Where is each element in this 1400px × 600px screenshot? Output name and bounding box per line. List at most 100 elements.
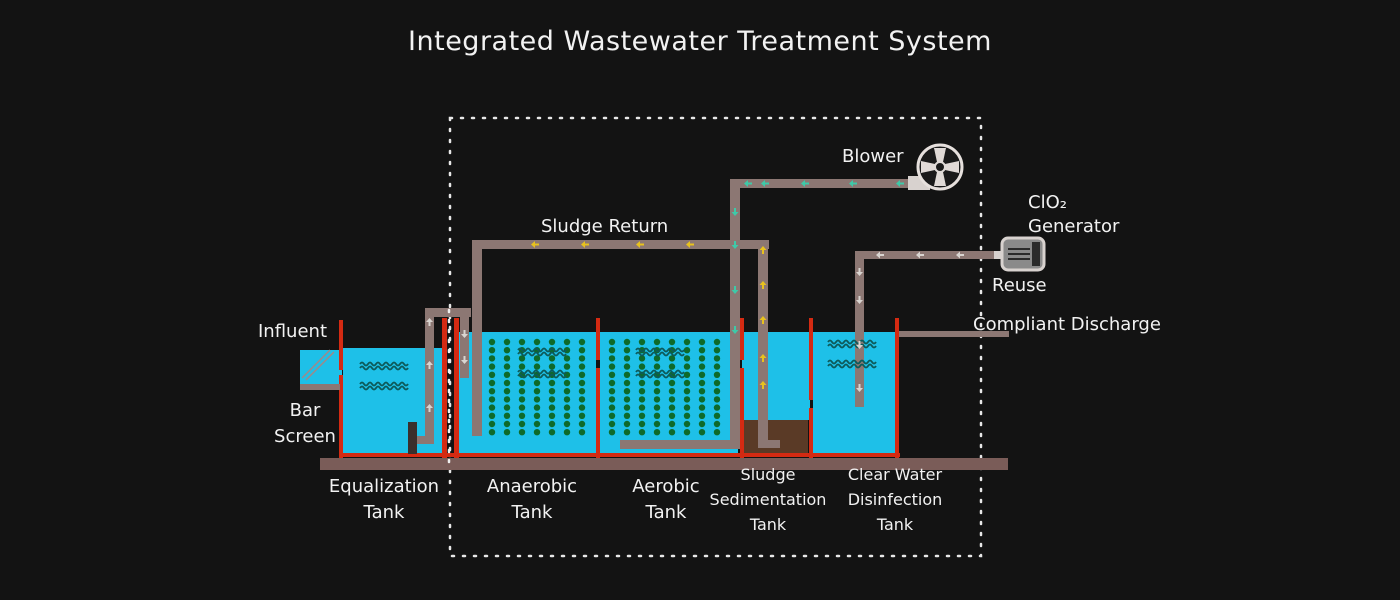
tank-label-line2: Disinfection	[847, 490, 943, 509]
media-dot	[623, 338, 631, 346]
media-dot	[713, 396, 721, 403]
media-dot	[653, 363, 661, 370]
arrow-stem	[858, 268, 861, 273]
media-dot	[488, 371, 496, 378]
media-dot	[548, 338, 556, 346]
aerobic-tank-label: Aerobic Tank	[596, 474, 736, 526]
flow-arrow-icon	[856, 296, 863, 304]
media-dot	[548, 420, 556, 428]
arrow-stem	[919, 254, 924, 256]
arrow-head	[759, 316, 767, 320]
media-dot	[668, 355, 676, 362]
flow-arrow-icon	[531, 241, 539, 248]
arrow-head	[731, 245, 739, 249]
bar-screen-icon	[301, 349, 335, 381]
media-dot	[503, 396, 511, 403]
arrow-stem	[734, 208, 736, 213]
media-dot	[653, 388, 661, 395]
media-dot	[698, 388, 706, 395]
bar-screen-label-line2: Screen	[274, 425, 336, 447]
arrow-stem	[534, 243, 539, 246]
media-dot	[713, 404, 721, 411]
tank-label-line2: Tank	[645, 502, 687, 523]
wave-line	[517, 369, 567, 375]
arrow-stem	[428, 407, 431, 412]
wave-line	[635, 347, 685, 353]
equalization-tank-label: Equalization Tank	[314, 474, 454, 526]
media-dot	[698, 363, 706, 370]
media-dot	[713, 420, 721, 428]
media-dot	[488, 379, 496, 387]
media-dot	[488, 404, 496, 411]
equalization-left-wall-lower	[339, 375, 343, 458]
media-dot	[578, 338, 586, 346]
media-dot	[503, 347, 511, 354]
arrow-stem	[804, 182, 809, 185]
tank-label-line1: Aerobic	[632, 476, 700, 497]
media-dot	[608, 412, 616, 419]
compliant-discharge-label: Compliant Discharge	[973, 314, 1161, 335]
arrow-stem	[463, 356, 466, 361]
tank-label-line3: Tank	[876, 515, 914, 534]
media-dot	[518, 420, 526, 428]
media-dot	[503, 404, 511, 411]
arrow-head	[849, 180, 853, 187]
media-dot	[533, 388, 541, 395]
flow-arrow-icon	[686, 241, 694, 248]
wave-line	[827, 339, 877, 345]
media-dot	[638, 347, 646, 354]
arrow-stem	[762, 357, 764, 362]
arrow-head	[744, 180, 748, 187]
media-dot	[638, 420, 646, 428]
flow-arrow-icon	[856, 384, 863, 392]
flow-arrow-icon	[856, 268, 863, 276]
media-dot	[488, 429, 496, 436]
arrow-stem	[463, 330, 466, 335]
flow-arrow-icon	[876, 251, 884, 259]
media-dot	[638, 388, 646, 395]
arrow-head	[916, 251, 920, 259]
arrow-head	[759, 354, 767, 358]
clo2-label-line2: Generator	[1028, 215, 1120, 237]
flow-arrow-icon	[956, 251, 964, 259]
arrow-stem	[858, 296, 861, 301]
media-dot	[503, 388, 511, 395]
media-dot	[668, 338, 676, 346]
media-dot	[683, 388, 691, 395]
media-dot	[668, 396, 676, 403]
arrow-stem	[852, 182, 857, 185]
clo2-label-line1: ClO₂	[1028, 192, 1067, 213]
arrow-head	[461, 334, 468, 338]
media-dot	[488, 388, 496, 395]
equalization-riser-pipe	[425, 310, 434, 444]
media-dot	[683, 371, 691, 378]
flow-arrow-icon	[581, 241, 589, 248]
arrow-stem	[879, 254, 884, 256]
media-dot	[668, 429, 676, 436]
media-dot	[608, 396, 616, 403]
water-waves	[359, 339, 877, 391]
media-dot	[683, 420, 691, 428]
flow-arrow-icon	[916, 251, 924, 259]
media-dot	[713, 429, 721, 436]
media-dot	[488, 347, 496, 354]
flow-arrow-icon	[759, 316, 767, 324]
wave-line	[359, 361, 409, 367]
media-dot	[623, 371, 631, 378]
media-dot	[683, 412, 691, 419]
media-dot	[608, 363, 616, 370]
arrow-head	[876, 251, 880, 259]
wave-line	[517, 347, 567, 353]
arrow-stem	[584, 243, 589, 246]
media-dot	[503, 429, 511, 436]
arrow-head	[856, 300, 863, 304]
media-dot	[563, 412, 571, 419]
arrow-stem	[858, 384, 861, 389]
wave-line	[635, 369, 685, 375]
arrow-stem	[959, 254, 964, 256]
media-dot	[638, 412, 646, 419]
media-dot	[488, 396, 496, 403]
media-dot	[638, 404, 646, 411]
media-dot	[713, 379, 721, 387]
media-dot	[533, 429, 541, 436]
